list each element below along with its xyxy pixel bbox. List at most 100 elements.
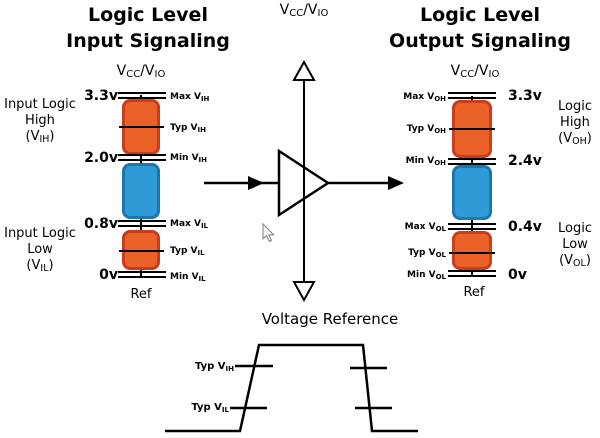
title-line-1: Logic Level bbox=[88, 4, 208, 26]
left-voltage-3v3: 3.3v bbox=[84, 88, 118, 104]
side-line: High bbox=[25, 113, 55, 128]
side-sub: IH bbox=[39, 134, 50, 146]
marker-text: Min V bbox=[170, 153, 199, 163]
left-tick-2v0 bbox=[118, 154, 166, 161]
side-line: Input Logic bbox=[4, 226, 76, 241]
side-sub: OL bbox=[573, 258, 586, 270]
waveform-typ-vil-label: Typ VIL bbox=[159, 401, 229, 414]
marker-sub: OL bbox=[435, 250, 446, 259]
right-tick-2v4 bbox=[448, 158, 496, 165]
middle-vcc-vio-label: VCC/VIO bbox=[254, 2, 354, 20]
marker-max-voh: Max VOH bbox=[376, 91, 446, 103]
rail-sub: IO bbox=[154, 69, 166, 81]
marker-typ-vol: Typ VOL bbox=[376, 247, 446, 259]
wf-text: Typ V bbox=[194, 361, 226, 372]
input-logic-high-label: Input Logic High (VIH) bbox=[0, 97, 80, 145]
left-tick-0v bbox=[118, 271, 166, 278]
rail-sub: IO bbox=[488, 69, 500, 81]
rail-sub: CC bbox=[126, 69, 141, 81]
output-signaling-title: Logic Level Output Signaling bbox=[370, 2, 590, 54]
side-sub: IL bbox=[40, 263, 49, 275]
marker-typ-vih: Typ VIH bbox=[170, 122, 206, 134]
left-tick-3v3 bbox=[118, 92, 166, 99]
right-tick-0v4 bbox=[448, 223, 496, 230]
left-typ-vih-line bbox=[119, 126, 164, 128]
up-arrow-icon bbox=[292, 59, 316, 81]
left-voltage-2v0: 2.0v bbox=[84, 150, 118, 166]
input-logic-low-label: Input Logic Low (VIL) bbox=[0, 226, 80, 274]
waveform-typ-vih-label: Typ VIH bbox=[164, 360, 234, 373]
marker-max-vih: Max VIH bbox=[170, 91, 209, 103]
side-text: ) bbox=[48, 258, 54, 273]
side-line: Input Logic bbox=[4, 97, 76, 112]
side-line: High bbox=[560, 115, 590, 130]
side-line: (VOL) bbox=[546, 253, 600, 269]
marker-sub: OL bbox=[435, 224, 446, 233]
side-sub: OH bbox=[572, 136, 587, 148]
title-line-2: Input Signaling bbox=[66, 30, 230, 52]
voltage-reference-label: Voltage Reference bbox=[261, 310, 399, 328]
marker-sub: IL bbox=[200, 221, 209, 230]
marker-max-vol: Max VOL bbox=[376, 221, 446, 233]
marker-min-voh: Min VOH bbox=[376, 155, 446, 167]
input-signaling-title: Logic Level Input Signaling bbox=[38, 2, 258, 54]
marker-text: Max V bbox=[404, 222, 436, 232]
wf-sub: IL bbox=[221, 405, 229, 414]
rail-text: /V bbox=[474, 63, 489, 79]
marker-min-vol: Min VOL bbox=[376, 269, 446, 281]
wf-text: Typ V bbox=[191, 402, 222, 413]
rail-text: /V bbox=[140, 63, 155, 79]
down-arrow-icon bbox=[292, 281, 316, 303]
mouse-cursor-icon bbox=[262, 222, 276, 243]
marker-text: Min V bbox=[405, 156, 435, 166]
marker-typ-vil: Typ VIL bbox=[170, 245, 205, 257]
right-ref-label: Ref bbox=[463, 285, 485, 300]
right-vcc-vio-label: VCC/VIO bbox=[425, 63, 525, 81]
right-voltage-0v: 0v bbox=[508, 267, 527, 283]
logic-high-label: Logic High (VOH) bbox=[546, 99, 600, 147]
side-text: ) bbox=[586, 131, 592, 146]
logic-low-label: Logic Low (VOL) bbox=[546, 221, 600, 269]
title-line-1: Logic Level bbox=[420, 4, 540, 26]
marker-sub: OL bbox=[435, 272, 446, 281]
right-voltage-0v4: 0.4v bbox=[508, 219, 542, 235]
marker-sub: IL bbox=[198, 274, 206, 283]
marker-sub: IH bbox=[197, 125, 206, 134]
side-text: (V bbox=[558, 131, 573, 146]
rail-sub: CC bbox=[289, 8, 304, 20]
left-undefined-range-block bbox=[122, 163, 160, 219]
title-line-2: Output Signaling bbox=[389, 30, 571, 52]
side-line: (VOH) bbox=[546, 131, 600, 147]
side-line: Low bbox=[562, 237, 588, 252]
marker-sub: IH bbox=[198, 155, 208, 164]
rail-sub: IO bbox=[317, 8, 329, 20]
left-voltage-0v8: 0.8v bbox=[84, 216, 118, 232]
marker-sub: OH bbox=[434, 94, 446, 103]
wf-sub: IH bbox=[225, 364, 234, 373]
right-voltage-2v4: 2.4v bbox=[508, 153, 542, 169]
marker-max-vil: Max VIL bbox=[170, 218, 208, 230]
right-undefined-range-block bbox=[452, 165, 492, 220]
right-voltage-3v3: 3.3v bbox=[508, 88, 542, 104]
side-line: Low bbox=[27, 242, 53, 257]
marker-sub: IL bbox=[197, 248, 205, 257]
rail-text: V bbox=[116, 63, 127, 79]
left-vcc-vio-label: VCC/VIO bbox=[91, 63, 191, 81]
marker-text: Min V bbox=[170, 272, 199, 282]
rail-text: V bbox=[450, 63, 461, 79]
marker-text: Typ V bbox=[406, 124, 435, 134]
rail-text: V bbox=[279, 2, 290, 18]
left-typ-vil-line bbox=[119, 250, 164, 252]
right-typ-vol-line bbox=[449, 252, 495, 254]
output-arrowhead-icon bbox=[388, 176, 404, 190]
marker-min-vih: Min VIH bbox=[170, 152, 207, 164]
input-arrowhead-icon bbox=[248, 176, 264, 190]
rail-text: /V bbox=[303, 2, 318, 18]
left-ref-label: Ref bbox=[130, 287, 152, 302]
waveform-trace bbox=[165, 343, 418, 433]
side-line: (VIL) bbox=[0, 258, 80, 274]
side-text: ) bbox=[585, 253, 591, 268]
side-text: (V bbox=[559, 253, 574, 268]
